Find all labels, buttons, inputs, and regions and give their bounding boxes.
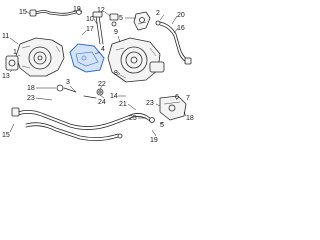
callout-18-left: 18: [27, 85, 35, 92]
callout-15-top: 15: [19, 9, 27, 16]
callout-11: 11: [2, 33, 9, 40]
callout-4: 4: [101, 46, 105, 53]
turbocharger-right: [107, 37, 165, 83]
callout-24: 24: [98, 99, 106, 106]
bracket-top-right: [133, 11, 151, 31]
callout-14: 14: [110, 93, 118, 100]
callout-21: 21: [119, 101, 127, 108]
callout-23-left: 23: [27, 95, 35, 102]
callout-19-bottom: 19: [150, 137, 158, 144]
callout-8: 8: [114, 70, 118, 77]
callout-2: 2: [156, 10, 160, 17]
heat-shield-highlighted: [69, 43, 105, 73]
exhaust-manifold-left: [5, 37, 65, 77]
callout-23-right: 23: [146, 100, 154, 107]
callout-22: 22: [98, 81, 106, 88]
callout-9: 9: [114, 29, 118, 36]
callout-3: 3: [66, 79, 70, 86]
callout-5-bottom: 5: [160, 122, 164, 129]
callout-labels: 15 19 10 12 5 2 20 16 4 17 11 1 13 3 9 8…: [2, 6, 194, 144]
bracket-lower-right: [159, 95, 187, 121]
callout-7: 7: [186, 95, 190, 102]
callout-6: 6: [175, 94, 179, 101]
callout-20: 20: [177, 12, 185, 19]
callout-10: 10: [86, 16, 94, 23]
callout-15-bottom: 15: [2, 132, 10, 139]
callout-5-top: 5: [119, 15, 123, 22]
turbocharger-parts-diagram: 15 19 10 12 5 2 20 16 4 17 11 1 13 3 9 8…: [2, 6, 194, 144]
coolant-pipe-right: [155, 20, 192, 65]
callout-18-right: 18: [186, 115, 194, 122]
callout-19-top: 19: [73, 6, 81, 13]
oil-return-pipes-bottom: [11, 107, 155, 141]
coolant-hose-top: [92, 11, 119, 45]
callout-1: 1: [13, 49, 17, 56]
center-fittings: [56, 84, 104, 99]
callout-17: 17: [86, 26, 94, 33]
callout-25: 25: [129, 115, 137, 122]
leader-lines: [9, 10, 187, 137]
callout-16: 16: [177, 25, 185, 32]
callout-13: 13: [2, 73, 10, 80]
callout-12: 12: [97, 7, 105, 14]
oil-feed-line-top: [29, 9, 82, 17]
